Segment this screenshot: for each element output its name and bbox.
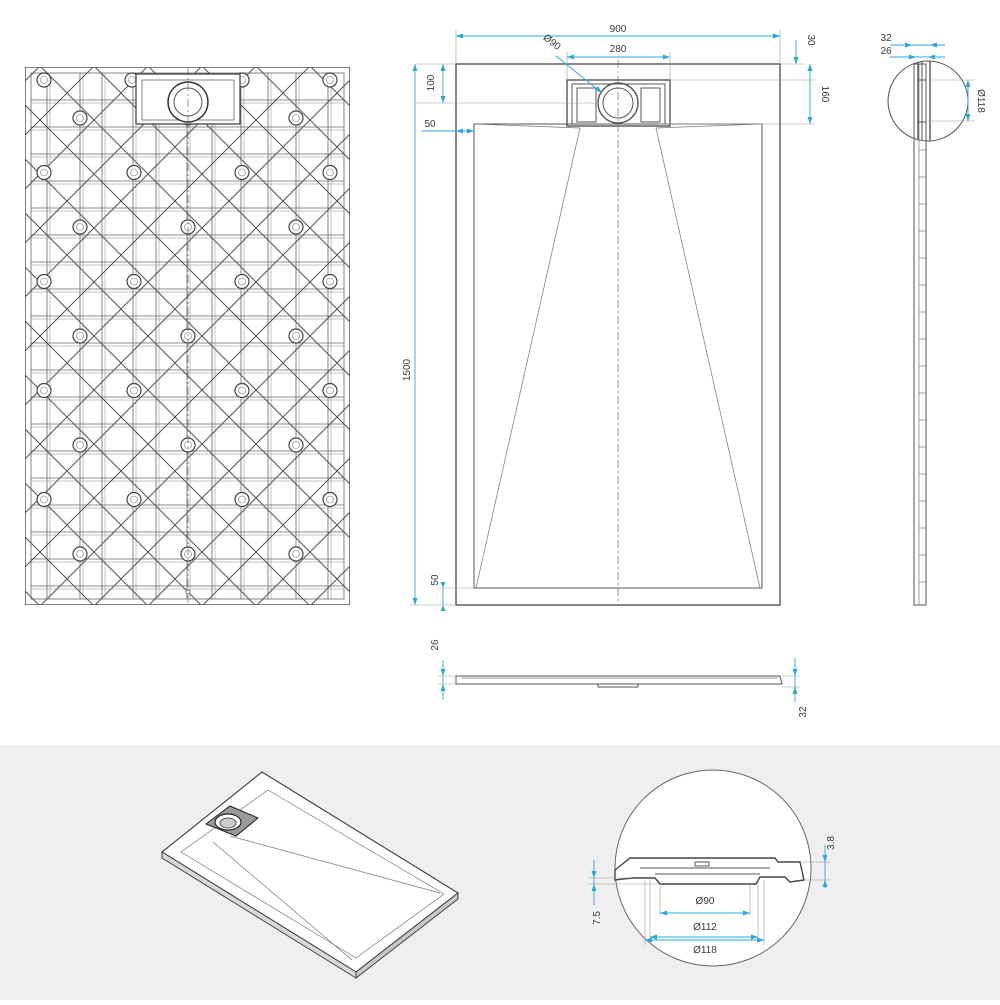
dim-width-900: 900 [610,24,627,35]
dim-top-margin-30: 30 [805,34,816,46]
dim-side-thickness-26: 26 [880,46,892,57]
dim-drain-diameter: Ø90 [541,32,563,53]
top-view: 900 280 Ø90 30 160 100 50 [402,24,830,611]
dim-rim-height-3-8: 3.8 [826,836,837,850]
lower-panel-background [0,745,1000,1000]
dim-drain-depth-160: 160 [819,86,830,103]
isometric-drain [204,805,259,837]
detail-view: 3.8 7.5 Ø90 Ø112 Ø118 [588,769,837,967]
dim-side-thickness-32: 32 [880,33,892,44]
dim-drain-offset-100: 100 [426,74,437,91]
dim-outlet-118: Ø118 [975,89,986,113]
dim-side-margin-50: 50 [424,119,436,130]
isometric-view [160,771,460,980]
dim-detail-diameter-112: Ø112 [693,922,717,933]
dim-front-thickness-26: 26 [430,639,441,651]
dim-detail-diameter-118: Ø118 [693,945,717,956]
dim-depth-7-5: 7.5 [592,911,603,925]
side-view: 32 26 Ø118 [880,33,986,606]
dim-drain-width-280: 280 [610,44,627,55]
dim-front-thickness-32: 32 [798,706,809,718]
dim-detail-diameter-90: Ø90 [696,896,715,907]
dim-bottom-margin-50: 50 [430,574,441,586]
front-view: 26 32 [430,639,809,718]
dim-length-1500: 1500 [402,358,413,381]
underside-view [25,67,350,605]
